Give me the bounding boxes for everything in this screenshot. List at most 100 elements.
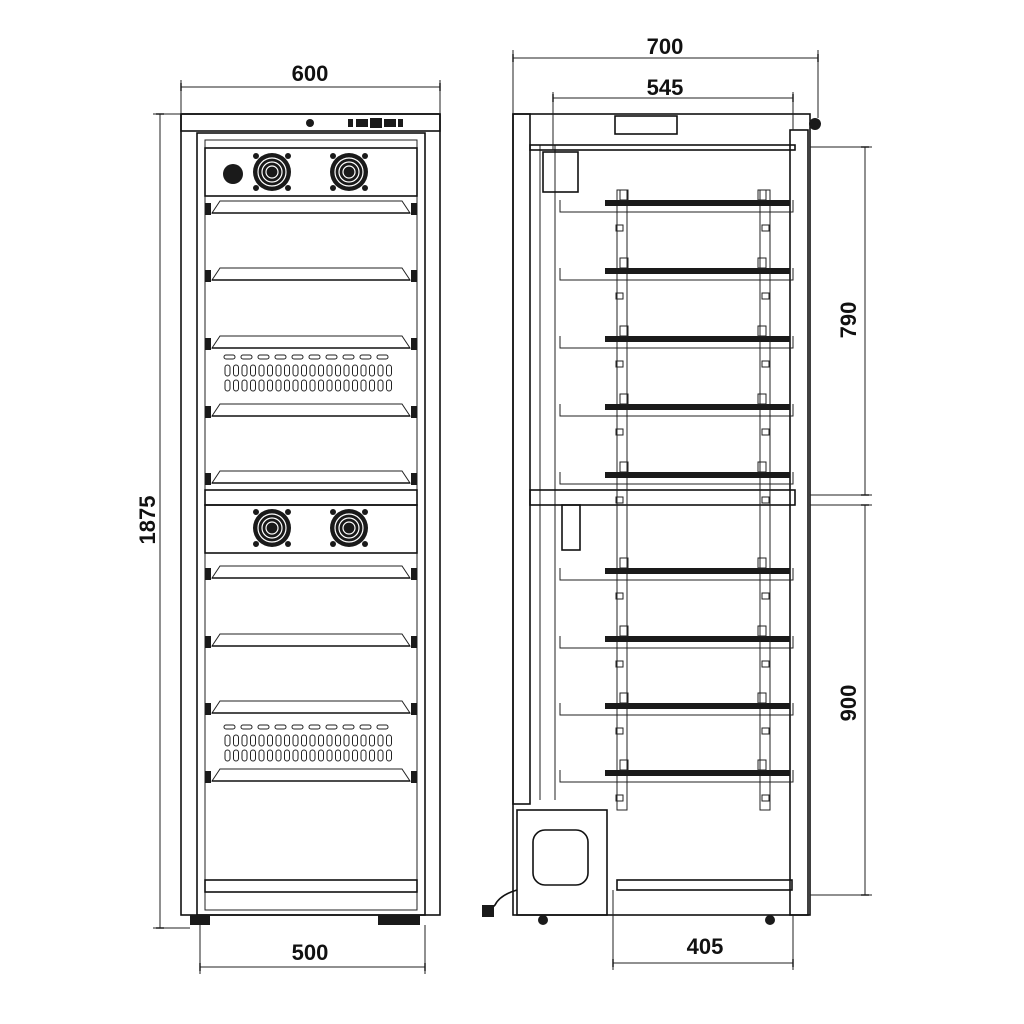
lock-icon: [306, 119, 314, 127]
vent-slot: [376, 354, 389, 360]
fan-screw: [285, 185, 291, 191]
shelf-bar: [605, 703, 790, 709]
vent-hole: [352, 734, 358, 747]
upright-slot: [761, 496, 770, 504]
vent-hole: [386, 749, 392, 762]
vent-hole: [258, 749, 265, 762]
dimension-label: 790: [836, 302, 861, 339]
vent-hole: [343, 734, 350, 747]
side-shelf: [559, 461, 794, 504]
shelf-tray: [559, 200, 794, 213]
vent-hole: [241, 379, 248, 392]
vent-hole: [377, 364, 384, 377]
bottom-tray: [204, 879, 418, 893]
lower-fan-panel: [204, 504, 418, 554]
vent-hole: [275, 734, 282, 747]
vent-slot: [291, 354, 304, 360]
fan-grille-ring: [261, 161, 283, 183]
vent-hole: [258, 379, 265, 392]
vent-slot: [359, 724, 372, 730]
dimension-upper-height: 790: [810, 146, 872, 496]
vent-hole: [360, 734, 367, 747]
vent-hole: [360, 364, 367, 377]
shelf-bracket-right: [411, 703, 417, 715]
front-shelf: [205, 768, 417, 783]
vent-hole: [369, 364, 375, 377]
fan-screw: [330, 541, 336, 547]
front-shelf: [205, 633, 417, 648]
vent-hole: [292, 749, 299, 762]
side-foot-rear: [538, 915, 548, 925]
shelf-bar: [605, 472, 790, 478]
side-bottom-tray: [616, 879, 793, 891]
vent-hole: [309, 379, 316, 392]
fan-grille-ring: [342, 521, 356, 535]
lower-evaporator: [561, 504, 581, 551]
shelf-clip: [757, 257, 767, 269]
glass-pane: [204, 139, 418, 911]
vent-hole: [318, 734, 324, 747]
shelf-glass: [211, 768, 411, 782]
vent-slot: [359, 354, 372, 360]
vent-hole: [318, 749, 324, 762]
fan-grille-ring: [265, 165, 279, 179]
dimension-label: 545: [647, 75, 684, 100]
upright-slot: [761, 794, 770, 802]
upright-slot: [761, 428, 770, 436]
shelf-tray: [559, 636, 794, 649]
upright-slot: [761, 360, 770, 368]
dimension-lower-height: 900: [810, 504, 872, 896]
shelf-clip: [757, 759, 767, 771]
vent-slot: [325, 724, 338, 730]
vent-hole: [267, 364, 273, 377]
upright-slot: [761, 592, 770, 600]
vent-hole: [352, 364, 358, 377]
fan-screw: [330, 153, 336, 159]
front-foot-right: [378, 915, 420, 925]
fan-grille-ring: [257, 513, 287, 543]
fan-icon: [330, 153, 368, 191]
vent-hole: [224, 749, 231, 762]
shelf-tray: [559, 404, 794, 417]
fan-housing: [253, 153, 291, 191]
dimension-front-width: 600: [180, 61, 441, 114]
vent-hole: [258, 364, 265, 377]
side-shelf: [559, 692, 794, 735]
side-shelf: [559, 189, 794, 232]
fan-icon: [253, 509, 291, 547]
vent-hole: [386, 379, 392, 392]
vent-hole: [369, 379, 375, 392]
vent-hole: [377, 734, 384, 747]
shelf-bracket-left: [205, 270, 211, 282]
fan-grille-ring: [338, 161, 360, 183]
shelf-clip: [619, 461, 629, 473]
shelf-clip: [619, 625, 629, 637]
fan-grille-ring: [261, 517, 283, 539]
side-shelf: [559, 625, 794, 668]
vent-hole: [301, 379, 307, 392]
shelf-clip: [619, 557, 629, 569]
vent-hole: [369, 734, 375, 747]
vent-hole: [267, 749, 273, 762]
shelf-tray: [559, 770, 794, 783]
shelf-bracket-left: [205, 406, 211, 418]
side-view: [482, 113, 821, 925]
vent-hole: [318, 364, 324, 377]
side-door-profile: [512, 113, 531, 805]
vent-hole: [241, 749, 248, 762]
front-shelf: [205, 335, 417, 350]
vent-hole: [224, 734, 231, 747]
upright-slot: [615, 496, 624, 504]
vent-hole: [250, 364, 256, 377]
top-control-panel: [180, 113, 441, 132]
fan-grille-ring: [257, 157, 287, 187]
shelf-clip: [757, 625, 767, 637]
front-foot-left: [190, 915, 210, 925]
vent-hole: [258, 734, 265, 747]
fan-screw: [285, 509, 291, 515]
vent-hole: [233, 734, 239, 747]
shelf-clip: [757, 461, 767, 473]
upper-fan-panel: [204, 147, 418, 197]
upright-slot: [615, 794, 624, 802]
